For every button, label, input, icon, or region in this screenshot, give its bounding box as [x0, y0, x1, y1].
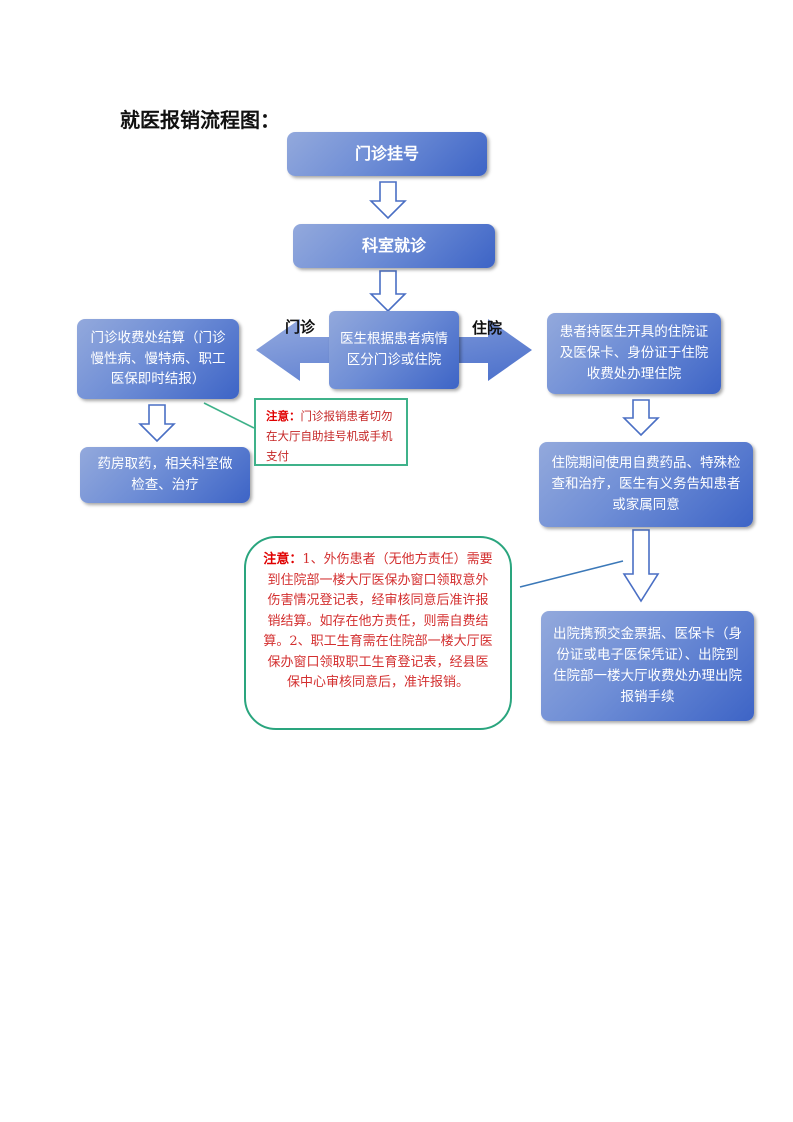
page-title: 就医报销流程图： — [120, 108, 280, 132]
note1-connector-line — [203, 402, 255, 429]
node-inpatient-care: 住院期间使用自费药品、特殊检查和治疗，医生有义务告知患者或家属同意 — [539, 442, 753, 527]
down-arrow-admission-to-care — [622, 399, 660, 437]
node-pharmacy: 药房取药，相关科室做检查、治疗 — [80, 447, 250, 503]
note2-text: 1、外伤患者（无他方责任）需要到住院部一楼大厅医保办窗口领取意外伤害情况登记表，… — [263, 552, 493, 691]
note-trauma-maternity: 注意：1、外伤患者（无他方责任）需要到住院部一楼大厅医保办窗口领取意外伤害情况登… — [244, 536, 512, 730]
node-outpatient-settlement-label: 门诊收费处结算（门诊慢性病、慢特病、职工医保即时结报） — [90, 329, 226, 388]
down-arrow-care-to-discharge — [622, 529, 660, 603]
note1-prefix: 注意： — [266, 409, 301, 423]
node-outpatient-settlement: 门诊收费处结算（门诊慢性病、慢特病、职工医保即时结报） — [77, 319, 239, 399]
node-admission-label: 患者持医生开具的住院证及医保卡、身份证于住院收费处办理住院 — [559, 324, 709, 382]
node-discharge-label: 出院携预交金票据、医保卡（身份证或电子医保凭证）、出院到住院部一楼大厅收费处办理… — [553, 626, 742, 705]
note-outpatient-payment: 注意：门诊报销患者切勿在大厅自助挂号机或手机支付 — [254, 398, 408, 466]
node-pharmacy-label: 药房取药，相关科室做检查、治疗 — [97, 456, 233, 493]
node-registration: 门诊挂号 — [287, 132, 487, 176]
note1-text: 门诊报销患者切勿在大厅自助挂号机或手机支付 — [266, 409, 393, 464]
node-decision: 医生根据患者病情区分门诊或住院 — [329, 311, 459, 389]
node-inpatient-care-label: 住院期间使用自费药品、特殊检查和治疗，医生有义务告知患者或家属同意 — [551, 455, 741, 513]
down-arrow-registration-to-consultation — [369, 181, 407, 220]
note2-prefix: 注意： — [263, 552, 303, 567]
node-admission: 患者持医生开具的住院证及医保卡、身份证于住院收费处办理住院 — [547, 313, 721, 394]
node-discharge: 出院携预交金票据、医保卡（身份证或电子医保凭证）、出院到住院部一楼大厅收费处办理… — [541, 611, 754, 721]
node-consultation-label: 科室就诊 — [361, 235, 426, 255]
down-arrow-outpatient-to-pharmacy — [138, 404, 176, 443]
note2-connector-line — [519, 560, 624, 588]
down-arrow-consultation-to-decision — [369, 270, 407, 313]
node-registration-label: 门诊挂号 — [354, 143, 419, 163]
node-decision-label: 医生根据患者病情区分门诊或住院 — [340, 331, 448, 368]
node-consultation: 科室就诊 — [293, 224, 495, 268]
branch-label-inpatient: 住院 — [472, 319, 503, 337]
branch-label-outpatient: 门诊 — [285, 318, 316, 336]
